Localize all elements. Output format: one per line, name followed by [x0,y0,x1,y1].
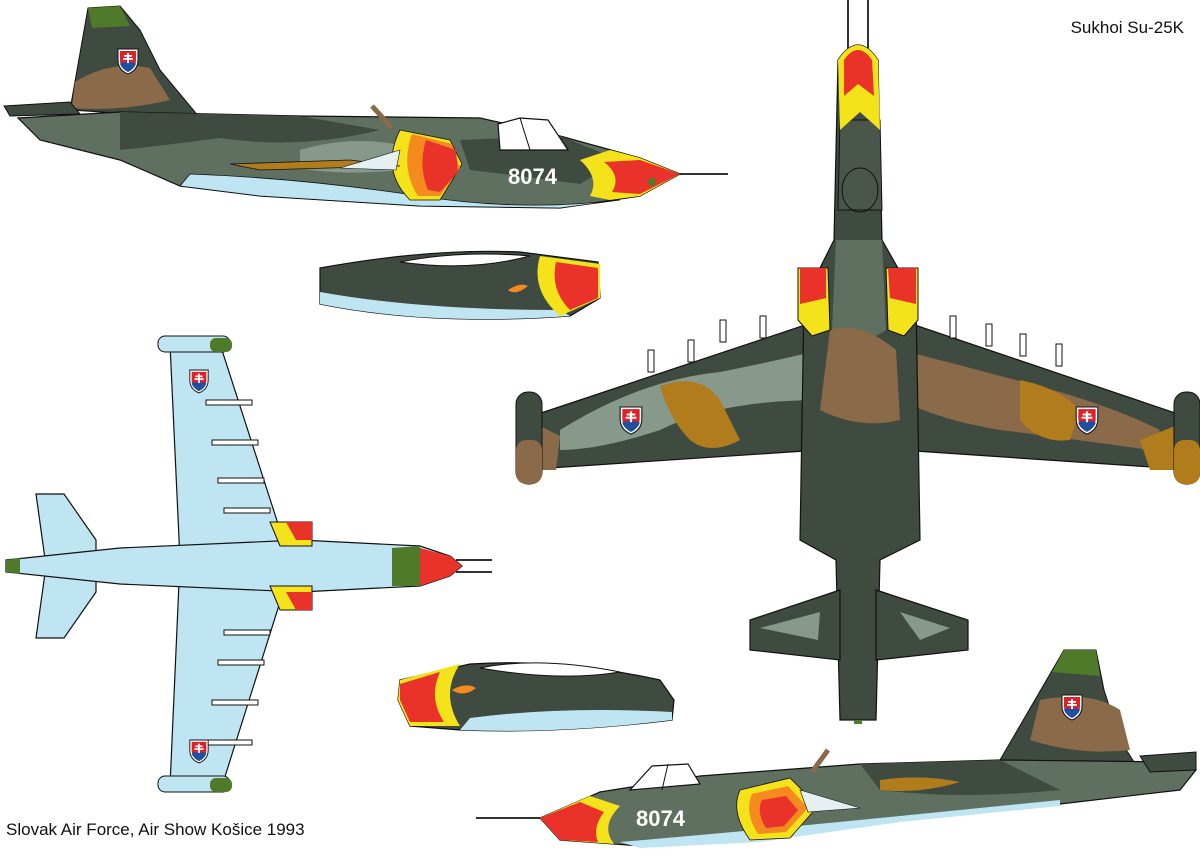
fuselage-section-upper [319,250,601,320]
side-profile-right: 8074 [3,5,728,209]
top-plan-view [515,0,1200,724]
underside-plan-view [5,335,492,793]
side-profile-left: 8074 [476,649,1197,848]
drawing-caption: Slovak Air Force, Air Show Košice 1993 [6,820,305,839]
side-serial-bottom: 8074 [636,806,686,831]
side-serial-top: 8074 [508,164,558,189]
fuselage-section-lower [397,662,675,732]
drawing-title: Sukhoi Su-25K [1070,18,1184,37]
